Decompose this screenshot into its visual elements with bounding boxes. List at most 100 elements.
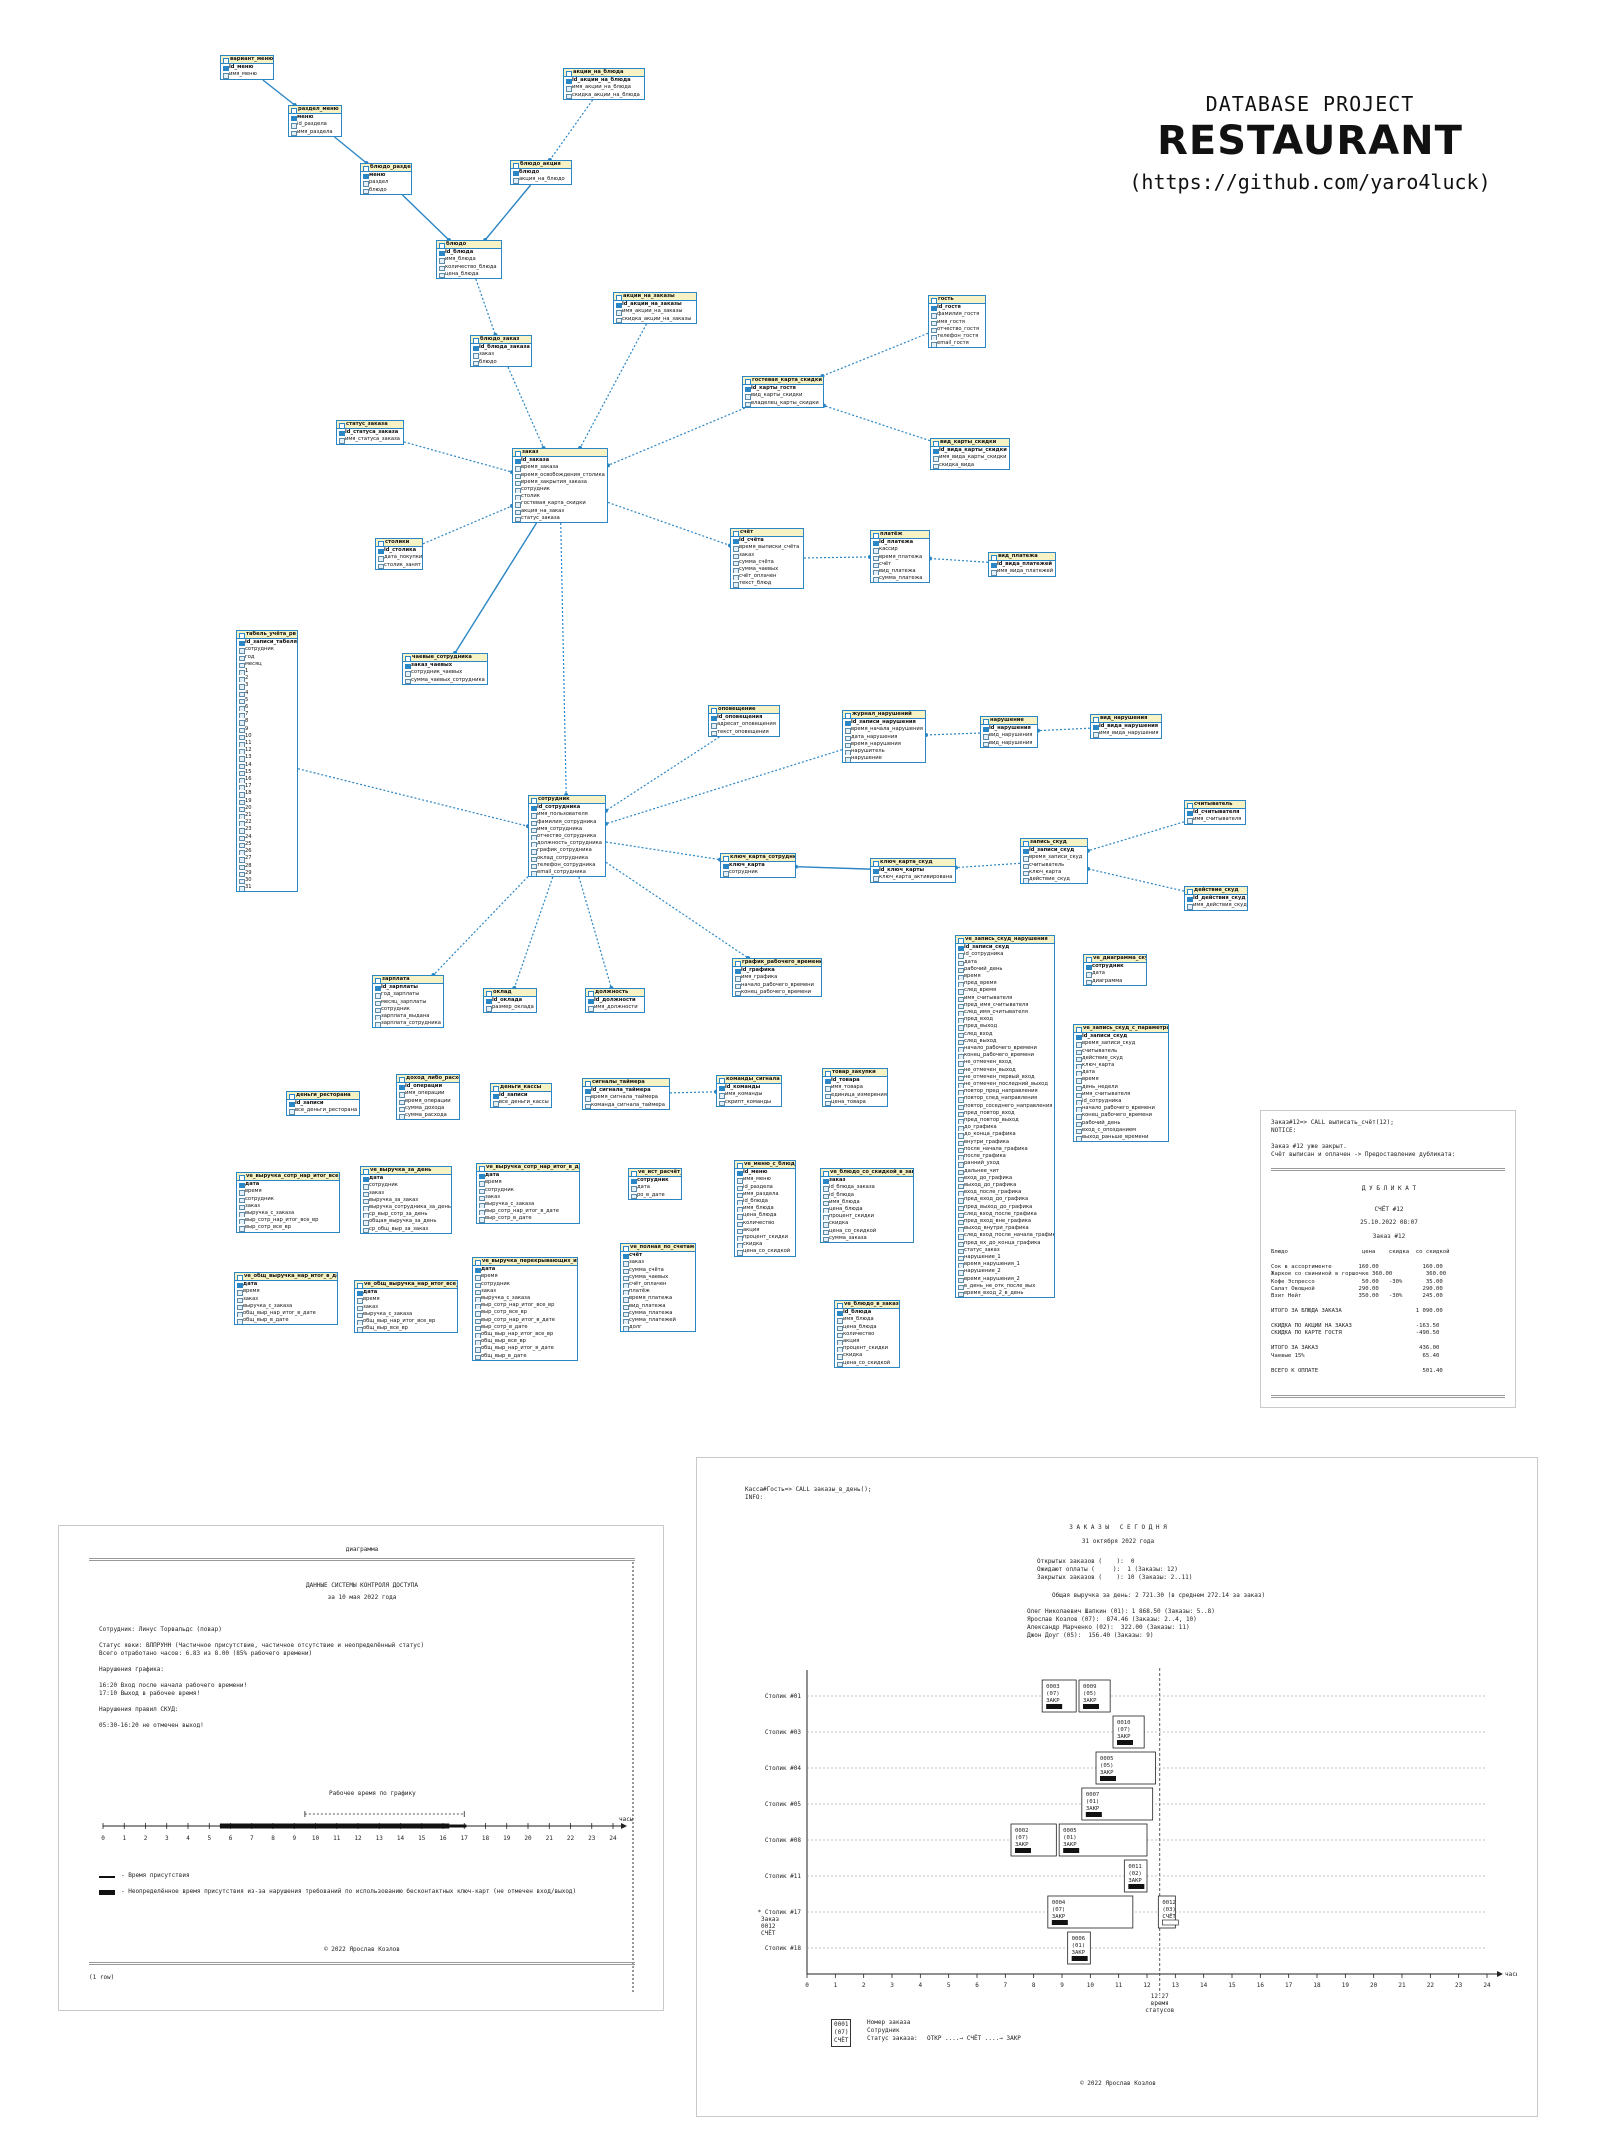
status-closed-mark bbox=[1071, 1956, 1088, 1961]
table-field: заказ bbox=[473, 1288, 577, 1296]
table-field: вход_до_графика bbox=[956, 1175, 1054, 1182]
table-field: имя_должности bbox=[586, 1004, 644, 1012]
tick-label: 20 bbox=[524, 1835, 532, 1842]
table-field: общ_выр_в_дате bbox=[235, 1317, 337, 1325]
order-label: (05) bbox=[1083, 1691, 1096, 1697]
table-field: выручка_с_заказа bbox=[235, 1303, 337, 1311]
table-field: id_вида_карты_скидки bbox=[931, 447, 1009, 455]
orders-staff: Олег Николаевич Шапкин (01): 1 868.50 (З… bbox=[1027, 1608, 1215, 1639]
table-field: id_акции_на_блюда bbox=[564, 77, 644, 85]
table-field: 6 bbox=[237, 704, 297, 712]
table-title: ve_ист_расчёт_вм bbox=[629, 1169, 681, 1178]
table-field: общ_выр_все_вр bbox=[473, 1338, 577, 1346]
order-label: СЧЁТ bbox=[1162, 1913, 1176, 1920]
gantt-axis-unit: часы bbox=[1505, 1971, 1517, 1978]
status-closed-mark bbox=[1063, 1848, 1080, 1853]
table-title: ve_общ_выручка_нар_итог_все_вр bbox=[355, 1281, 457, 1290]
tick-label: 11 bbox=[333, 1835, 341, 1842]
receipt-body: Блюдо цена скидка со скидкой Сок в ассор… bbox=[1271, 1249, 1450, 1374]
table-field: не_отмечен_последний_выход bbox=[956, 1081, 1054, 1089]
order-label: 0009 bbox=[1083, 1684, 1096, 1690]
table-field: id_записи bbox=[491, 1092, 551, 1100]
table-title: должность bbox=[586, 989, 644, 998]
table-field: 8 bbox=[237, 718, 297, 726]
table-field: id_блюда bbox=[821, 1192, 913, 1199]
table-field: дата bbox=[1074, 1069, 1168, 1077]
table-field: 15 bbox=[237, 769, 297, 777]
table-field: 28 bbox=[237, 863, 297, 870]
table-field: имя_меню bbox=[221, 71, 273, 79]
table-title: вид_платежа bbox=[989, 553, 1055, 562]
relation-line bbox=[669, 1091, 717, 1094]
table-field: конец_рабочего_времени bbox=[1074, 1112, 1168, 1120]
table-field: заказ bbox=[237, 1203, 339, 1211]
table-field: 9 bbox=[237, 726, 297, 733]
relation-line bbox=[1087, 821, 1185, 852]
gantt-tick-label: 18 bbox=[1313, 1982, 1321, 1989]
table-title: ve_блюдо_в_заказе bbox=[835, 1301, 899, 1310]
gantt-row-extra: Заказ bbox=[761, 1916, 779, 1923]
table-field: дата bbox=[235, 1281, 337, 1289]
now-label: время bbox=[1151, 2000, 1169, 2007]
order-label: (07) bbox=[1046, 1691, 1059, 1697]
gantt-tick-label: 9 bbox=[1060, 1982, 1064, 1989]
diagram-bottom-rule bbox=[89, 1962, 635, 1965]
receipt-order: Заказ #12 bbox=[1372, 1233, 1406, 1240]
table-field: 26 bbox=[237, 848, 297, 856]
order-label: ЗАКР bbox=[1072, 1950, 1086, 1956]
table-field: имя_блюда bbox=[835, 1316, 899, 1324]
receipt-divider bbox=[1271, 1168, 1505, 1171]
table-field: id_блюда bbox=[437, 249, 501, 257]
table-field: единица_измерения bbox=[823, 1092, 887, 1099]
gantt-tick-label: 5 bbox=[947, 1982, 951, 1989]
table-title: ve_запись_скуд_нарушения bbox=[956, 936, 1054, 945]
table-field: id_сигнала_таймера bbox=[583, 1087, 669, 1095]
gantt-row-label: Столик #08 bbox=[765, 1837, 802, 1844]
table-field: 2 bbox=[237, 675, 297, 683]
table-field: 16 bbox=[237, 776, 297, 784]
table-field: след_вход bbox=[956, 1031, 1054, 1038]
table-field: id_вида_платежей bbox=[989, 561, 1055, 569]
table-field: сотрудник bbox=[237, 646, 297, 654]
relation-line bbox=[484, 184, 532, 241]
diagram-label: диаграмма bbox=[345, 1546, 379, 1553]
table-field: пред_вх_до_конца_графика bbox=[956, 1240, 1054, 1247]
table-field: имя_вида_карты_скидки bbox=[931, 454, 1009, 462]
table-field: вход_с_опозданием bbox=[1074, 1127, 1168, 1135]
table-title: сотрудник bbox=[529, 796, 605, 805]
table-field: дата bbox=[956, 959, 1054, 966]
table-field: id_ключ_карты bbox=[871, 867, 955, 875]
table-field: ключ_карта bbox=[1074, 1062, 1168, 1070]
table-title: табель_учёта_рв bbox=[237, 631, 297, 640]
table-field: имя_команды bbox=[717, 1091, 781, 1099]
relation-line bbox=[475, 278, 496, 336]
relation-line bbox=[433, 876, 529, 976]
table-field: заказ bbox=[355, 1304, 457, 1311]
table-field: выр_сотр_нар_итог_все_вр bbox=[237, 1217, 339, 1225]
order-label: (02) bbox=[1128, 1871, 1141, 1877]
table-field: имя_акции_на_заказы bbox=[614, 308, 696, 316]
er-connectors bbox=[262, 79, 1185, 1094]
table-field: email_гостя bbox=[929, 340, 985, 348]
order-label: 0004 bbox=[1052, 1900, 1066, 1906]
table-field: сотрудник bbox=[373, 1006, 443, 1014]
table-field: месяц bbox=[237, 661, 297, 669]
table-field: отчество_сотрудника bbox=[529, 833, 605, 841]
table-field: ро_в_дате bbox=[629, 1192, 681, 1199]
order-label: 0007 bbox=[1086, 1792, 1099, 1798]
tick-label: 3 bbox=[165, 1835, 169, 1842]
order-label: ЗАКР bbox=[1117, 1734, 1131, 1740]
table-title: деньги_ресторана bbox=[287, 1092, 359, 1101]
status-closed-mark bbox=[1117, 1740, 1133, 1745]
table-field: 30 bbox=[237, 877, 297, 885]
table-field: время_записи_скуд bbox=[1074, 1040, 1168, 1048]
table-field: id_считывателя bbox=[1185, 809, 1245, 817]
